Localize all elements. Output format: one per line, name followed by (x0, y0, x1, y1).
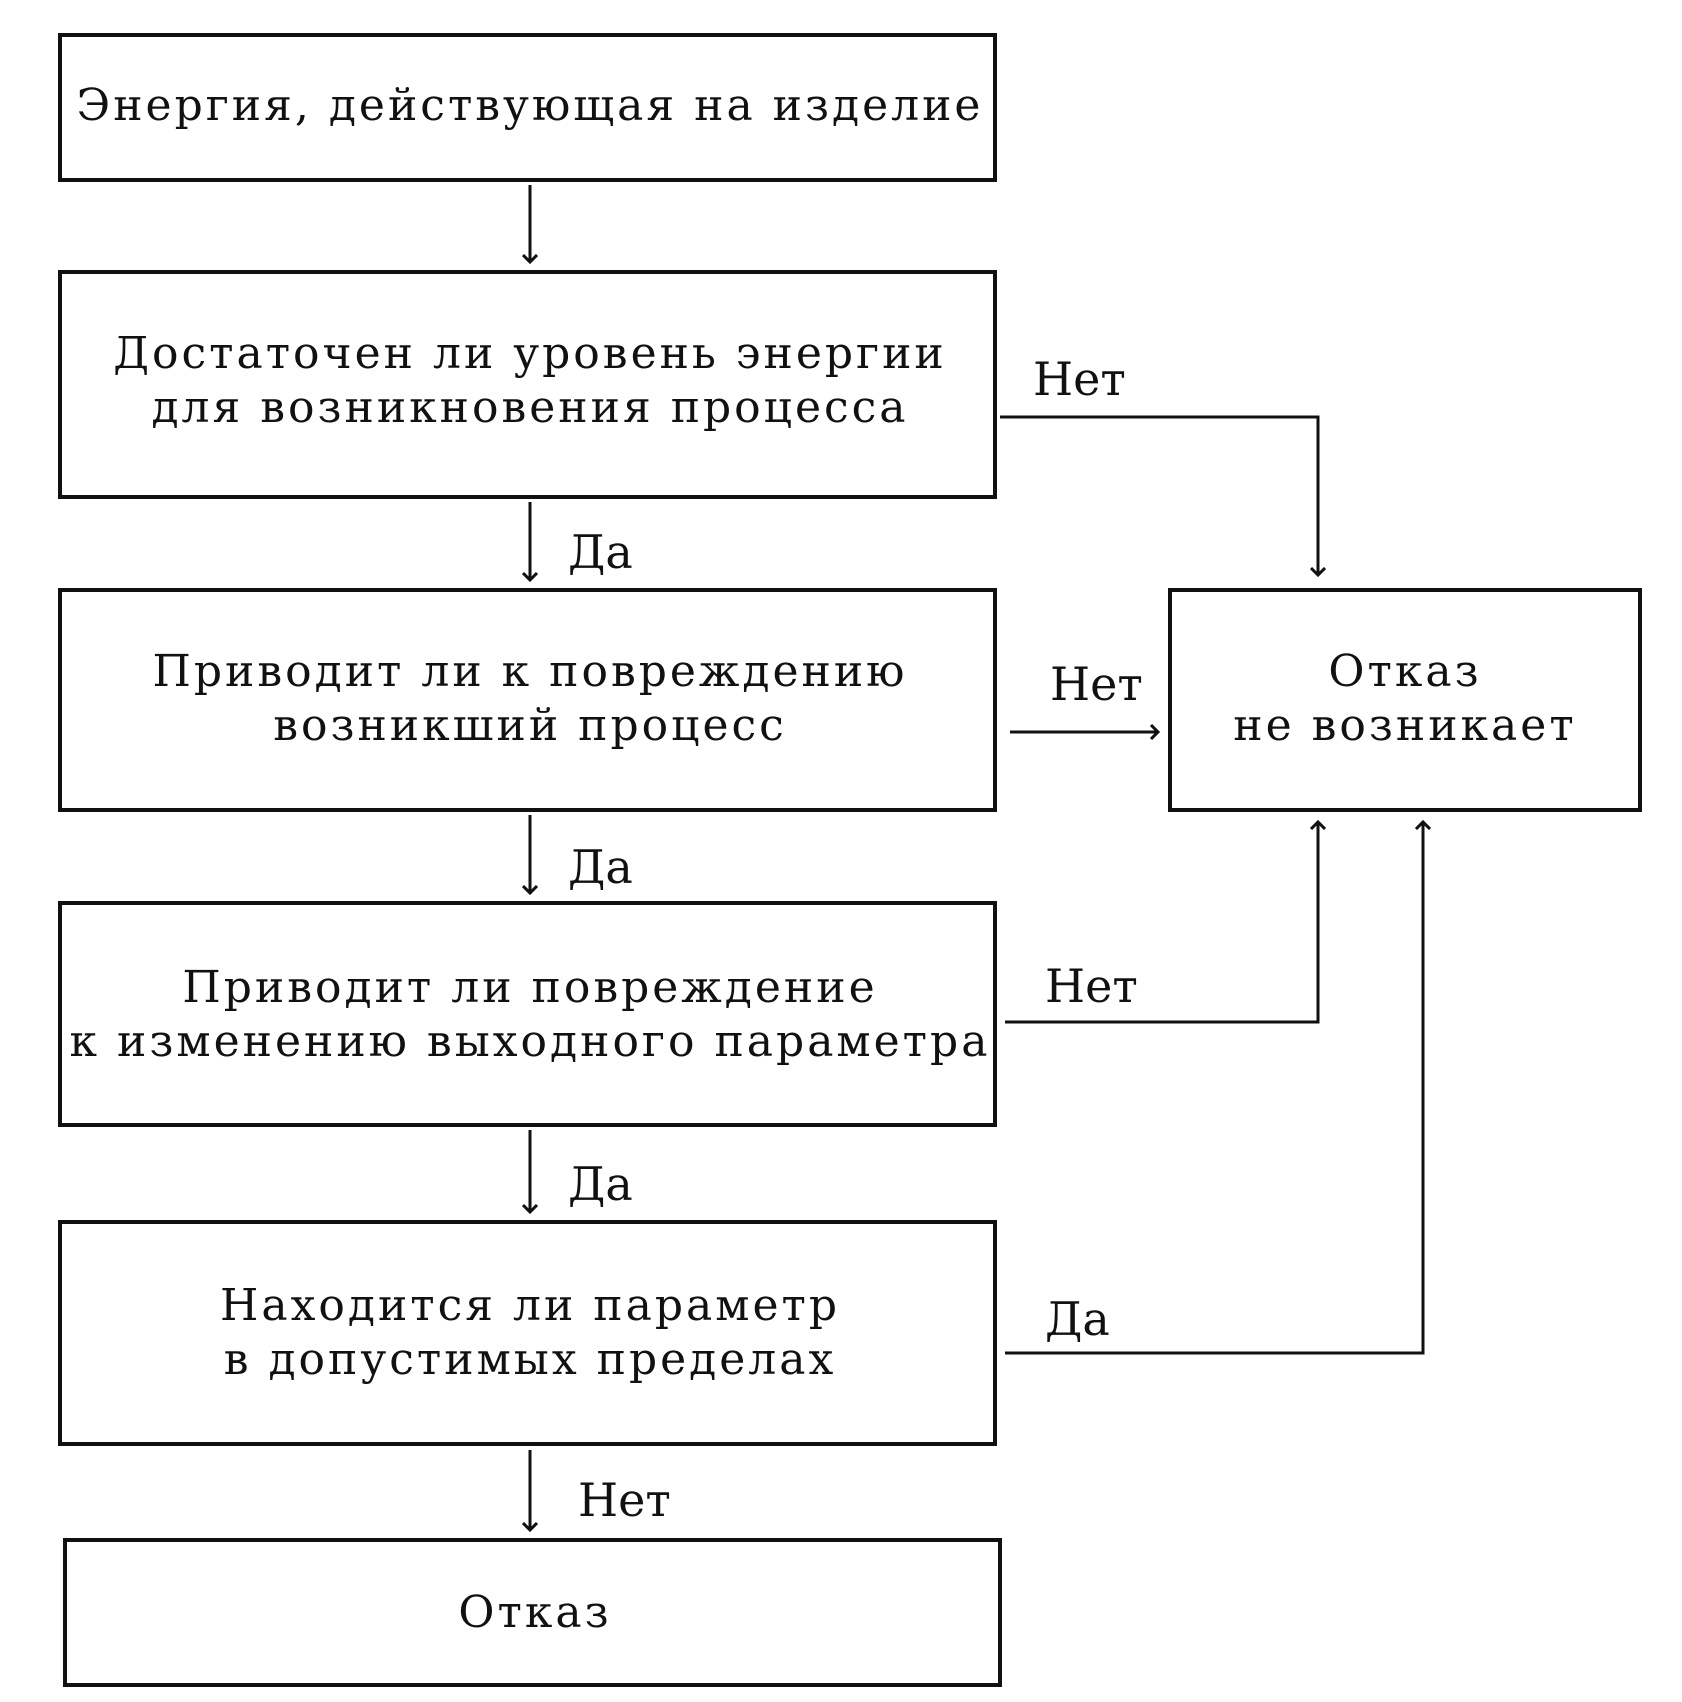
box-sufficient-line-1: Достаточен ли уровень энергии (113, 328, 947, 379)
arrow-limits-yes (1005, 822, 1423, 1355)
box-energy-line-1: Энергия, действующая на изделие (77, 80, 984, 131)
label-yes-limits: Да (1045, 1292, 1110, 1346)
box-limits-line-2: в допустимых пределах (224, 1334, 837, 1385)
box-no-failure-line-2: не возникает (1233, 700, 1576, 751)
box-sufficient-line-2: для возникновения процесса (151, 382, 908, 433)
label-no-final: Нет (578, 1473, 671, 1527)
box-no-failure: Отказ не возникает (1168, 588, 1642, 812)
box-damage-line-1: Приводит ли к повреждению (153, 646, 908, 697)
label-no-damage: Нет (1050, 657, 1143, 711)
label-yes-1: Да (568, 525, 633, 579)
arrow-parameter-no (1005, 822, 1318, 1024)
label-yes-3: Да (568, 1157, 633, 1211)
box-parameter-line-1: Приводит ли повреждение (182, 962, 877, 1013)
box-limits-line-1: Находится ли параметр (220, 1280, 840, 1331)
box-damage: Приводит ли к повреждению возникший проц… (58, 588, 997, 812)
box-failure: Отказ (63, 1538, 1002, 1687)
label-yes-2: Да (568, 840, 633, 894)
box-parameter-line-2: к изменению выходного параметра (70, 1016, 991, 1067)
box-energy: Энергия, действующая на изделие (58, 33, 997, 182)
box-parameter-change: Приводит ли повреждение к изменению выхо… (58, 901, 997, 1127)
label-no-parameter: Нет (1045, 959, 1138, 1013)
box-sufficient-energy: Достаточен ли уровень энергии для возник… (58, 270, 997, 499)
box-failure-line-1: Отказ (458, 1587, 611, 1638)
box-within-limits: Находится ли параметр в допустимых преде… (58, 1220, 997, 1446)
box-damage-line-2: возникший процесс (273, 700, 787, 751)
arrow-sufficient-no (1000, 415, 1318, 575)
label-no-sufficient: Нет (1033, 352, 1126, 406)
box-no-failure-line-1: Отказ (1328, 646, 1481, 697)
